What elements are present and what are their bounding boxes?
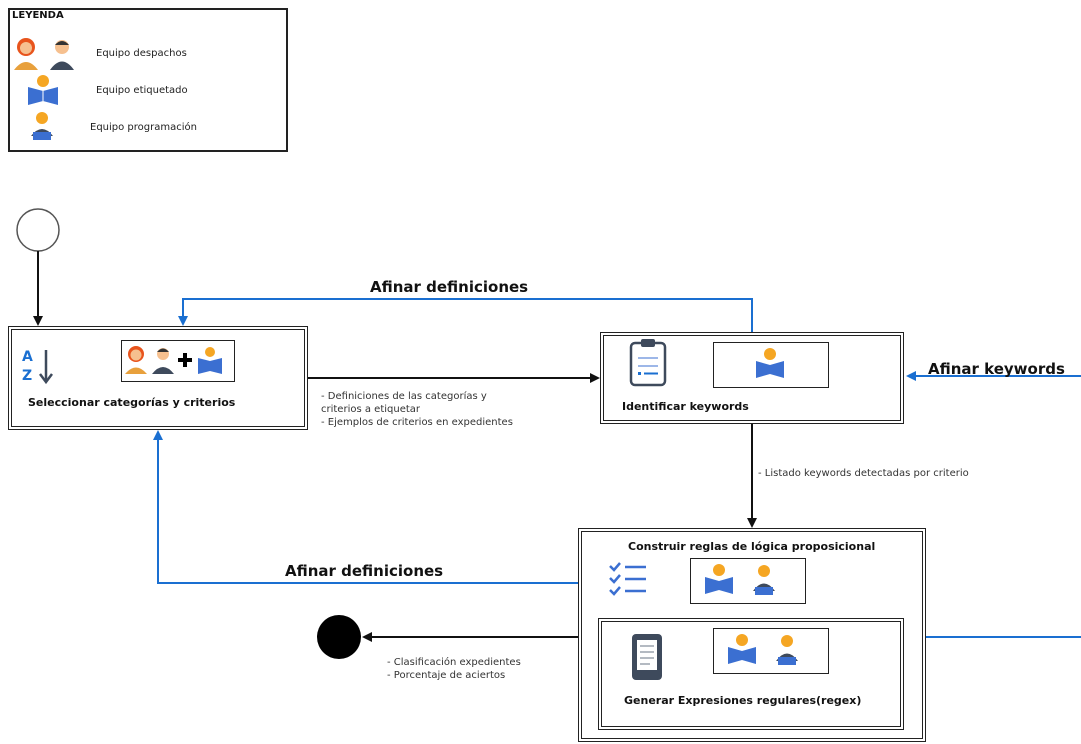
woman-avatar-icon xyxy=(125,346,147,374)
process-label-regex: Generar Expresiones regulares(regex) xyxy=(624,694,862,707)
plus-icon xyxy=(178,353,192,367)
book-reader-icon xyxy=(728,634,756,664)
team-box-select xyxy=(121,340,235,382)
legend-despachos-icons xyxy=(14,38,74,70)
sort-az-icon: A Z xyxy=(20,346,60,386)
programmer-icon xyxy=(776,635,798,665)
legend-box xyxy=(8,8,288,152)
ebook-reader-icon xyxy=(630,632,666,684)
legend-title: LEYENDA xyxy=(12,10,64,21)
feedback-label-right: Afinar keywords xyxy=(928,360,1065,378)
feedback-label-middle: Afinar definiciones xyxy=(285,562,444,580)
woman-avatar-icon xyxy=(14,38,38,70)
svg-text:A: A xyxy=(22,349,33,365)
feedback-rules-to-select xyxy=(153,430,578,584)
legend-label-etiquetado: Equipo etiquetado xyxy=(96,85,188,96)
legend-programacion-icon xyxy=(31,112,53,140)
book-reader-icon xyxy=(756,348,784,378)
legend-etiquetado-icon xyxy=(28,75,58,105)
team-box-regex xyxy=(713,628,829,674)
clipboard-icon xyxy=(628,338,670,388)
legend-label-despachos: Equipo despachos xyxy=(96,48,187,59)
process-label-select: Seleccionar categorías y criterios xyxy=(28,396,236,409)
man-avatar-icon xyxy=(50,40,74,70)
feedback-keywords-to-select xyxy=(178,298,753,332)
flow-note-select-keywords: - Definiciones de las categorías y crite… xyxy=(321,391,513,428)
book-reader-icon xyxy=(705,564,733,594)
flow-note-rules-end: - Clasificación expedientes - Porcentaje… xyxy=(387,657,521,681)
book-reader-icon xyxy=(198,347,222,374)
flow-note-keywords-rules: - Listado keywords detectadas por criter… xyxy=(758,468,969,479)
process-label-rules: Construir reglas de lógica proposicional xyxy=(628,540,876,553)
legend-label-programacion: Equipo programación xyxy=(90,122,197,133)
man-avatar-icon xyxy=(152,348,174,374)
team-box-keywords xyxy=(713,342,829,388)
start-node xyxy=(16,208,60,252)
checklist-icon xyxy=(608,560,650,598)
svg-text:Z: Z xyxy=(22,368,32,384)
process-label-keywords: Identificar keywords xyxy=(622,400,749,413)
programmer-icon xyxy=(753,565,775,595)
feedback-label-top: Afinar definiciones xyxy=(370,278,529,296)
end-node xyxy=(317,615,361,659)
team-box-rules xyxy=(690,558,806,604)
